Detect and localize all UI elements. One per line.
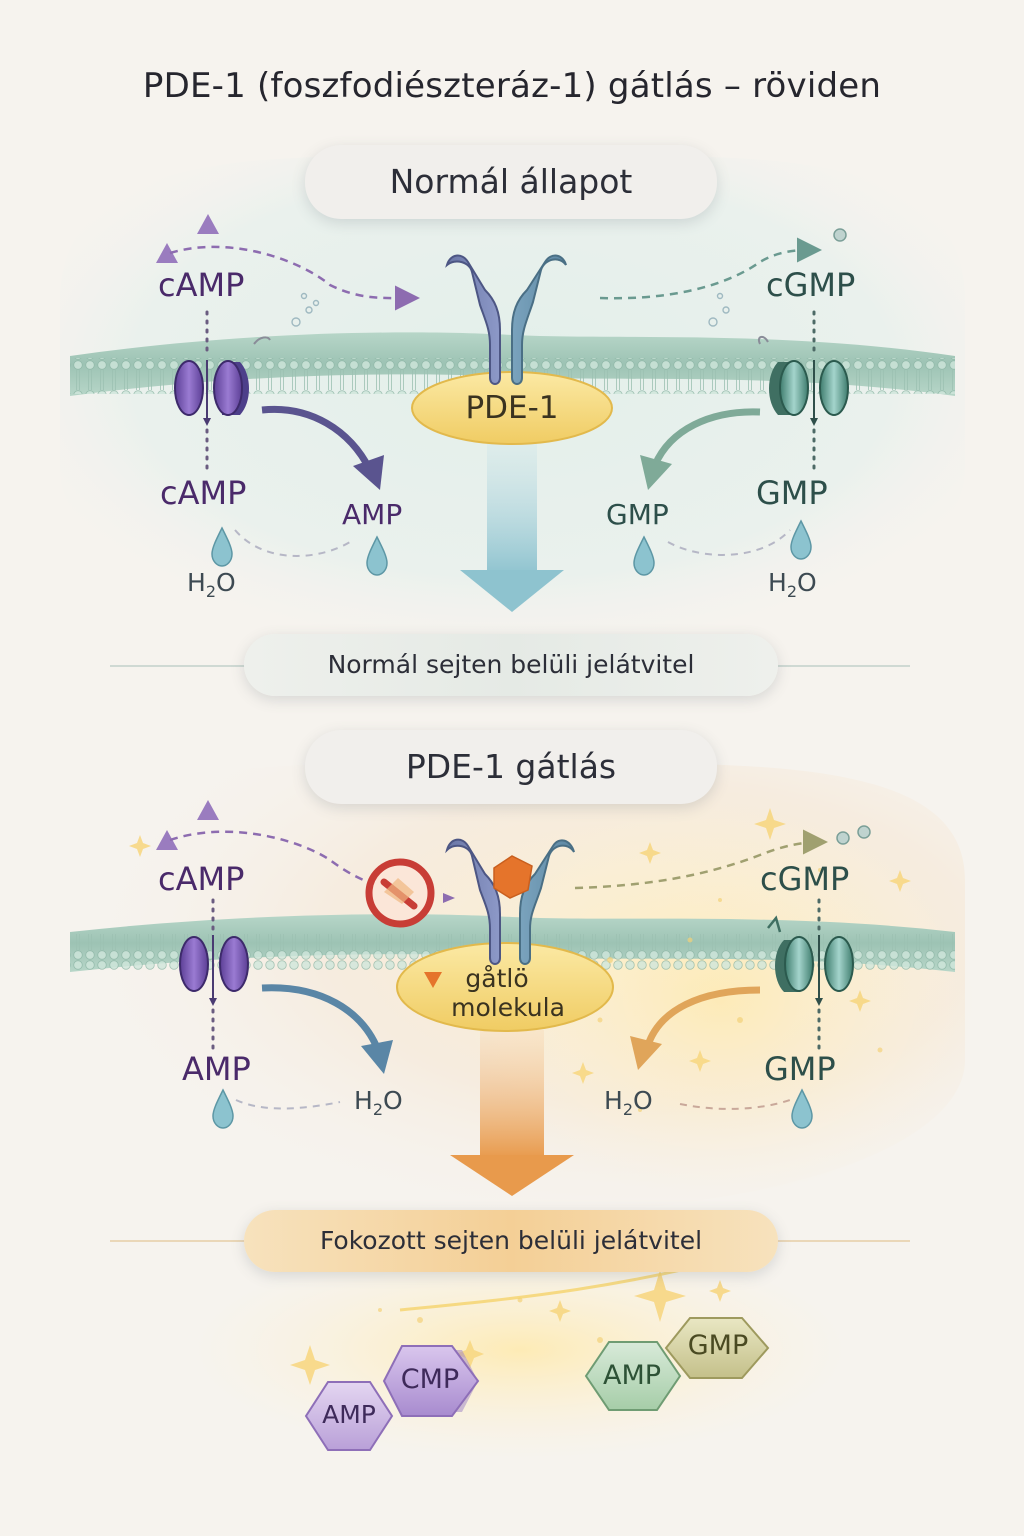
gmp-arrowhead: [640, 455, 672, 490]
sparkle-icon: [129, 808, 911, 1385]
stop-icon: [365, 858, 435, 928]
water-drop-icon: [211, 526, 233, 567]
camp-to-amp-arrow: [261, 405, 374, 472]
inhibition-footer: Fokozott sejten belüli jelátvitel: [244, 1210, 778, 1272]
cgmp-molecule-icon: [857, 825, 871, 839]
cgmp-molecule-icon: [833, 228, 847, 242]
triangle-icon: [156, 243, 178, 263]
water-h: H: [604, 1086, 623, 1115]
water-label-right: H2O: [768, 568, 817, 601]
camp-to-amp-arrowhead: [353, 455, 384, 490]
amp-label-inhibition: AMP: [182, 1050, 251, 1088]
inhibitor-label-line2: molekula: [451, 993, 565, 1022]
cgmp-label-top: cGMP: [766, 266, 856, 304]
water-o: O: [216, 568, 236, 597]
page-title: PDE-1 (foszfodiészteráz-1) gátlás – rövi…: [142, 66, 882, 106]
amp-label: AMP: [342, 498, 403, 531]
water-drop-icon: [633, 535, 655, 576]
receptor-icon: [445, 254, 567, 385]
normal-down-arrow: [460, 440, 564, 612]
channel-icon: [758, 310, 849, 470]
water-sub: 2: [622, 1100, 633, 1119]
cgmp-signal-path: [599, 237, 822, 300]
water-h: H: [187, 568, 206, 597]
inhibition-down-arrow: [450, 1030, 574, 1196]
sparkle-dots: [378, 868, 883, 1343]
camp-signal-path: [169, 245, 420, 311]
bubbles: [708, 292, 730, 327]
inhibitor-label-line1: gåtlö: [465, 964, 529, 993]
water-drop-icon: [366, 535, 388, 576]
triangle-icon: [197, 214, 219, 234]
gmp-arrowhead: [630, 1036, 662, 1070]
gmp-label-bottom: GMP: [756, 474, 828, 512]
bubbles: [291, 292, 320, 327]
camp-signal-path-blocked: [169, 830, 396, 892]
water-sub: 2: [205, 582, 216, 601]
water-o: O: [633, 1086, 653, 1115]
cgmp-molecule-icon: [836, 831, 850, 845]
water-sub: 2: [372, 1100, 383, 1119]
water-drop-icon: [212, 1088, 234, 1129]
amp-arrowhead: [361, 1040, 393, 1074]
water-o: O: [797, 568, 817, 597]
camp-label-bottom: cAMP: [160, 474, 247, 512]
triangle-icon: [156, 830, 178, 850]
water-label-left: H2O: [187, 568, 236, 601]
inhibitor-molecule-icon: [493, 855, 533, 899]
gmp-label-inhibition: GMP: [764, 1050, 836, 1088]
camp-label-top-inhibition: cAMP: [158, 860, 245, 898]
water-sub: 2: [786, 582, 797, 601]
hexagon-label-amp-right: AMP: [602, 1360, 662, 1391]
water-h: H: [354, 1086, 373, 1115]
inhibitor-molecule-pill: [396, 942, 614, 1032]
camp-arrowhead: [443, 893, 455, 903]
gmp-product-label: GMP: [606, 498, 669, 531]
hydrolysis-curve: [234, 529, 351, 557]
hydrolysis-curve: [235, 1099, 341, 1110]
normal-state-header: Normál állapot: [305, 145, 717, 219]
triangle-icon: [197, 800, 219, 820]
water-h: H: [768, 568, 787, 597]
inhibition-header: PDE-1 gátlás: [305, 730, 717, 804]
normal-footer: Normál sejten belüli jelátvitel: [244, 634, 778, 696]
inhibitor-triangle-icon: [424, 972, 442, 988]
gmp-to-gmp-arrow: [651, 408, 761, 467]
water-o: O: [383, 1086, 403, 1115]
hexagon-label-gmp: GMP: [687, 1330, 749, 1361]
water-label-right-inhibition: H2O: [604, 1086, 653, 1119]
glow-area: [460, 800, 980, 1200]
receptor-icon: [445, 838, 575, 965]
hexagon-label-amp-left: AMP: [322, 1400, 376, 1429]
camp-to-amp-arrow: [261, 984, 382, 1052]
bottom-glow: [190, 1240, 850, 1460]
water-drop-icon: [790, 519, 812, 560]
camp-label-top: cAMP: [158, 266, 245, 304]
hexagon-label-cmp: CMP: [400, 1364, 460, 1395]
water-drop-icon: [791, 1088, 813, 1129]
channel-icon: [174, 310, 271, 470]
channel-icon: [767, 898, 854, 1050]
water-label-left-inhibition: H2O: [354, 1086, 403, 1119]
pde1-enzyme-label: PDE-1: [465, 390, 559, 426]
cgmp-label-top-inhibition: cGMP: [760, 860, 850, 898]
channel-icon: [179, 898, 249, 1050]
gmp-arrow: [644, 986, 761, 1047]
cgmp-signal-path-enhanced: [574, 829, 828, 890]
